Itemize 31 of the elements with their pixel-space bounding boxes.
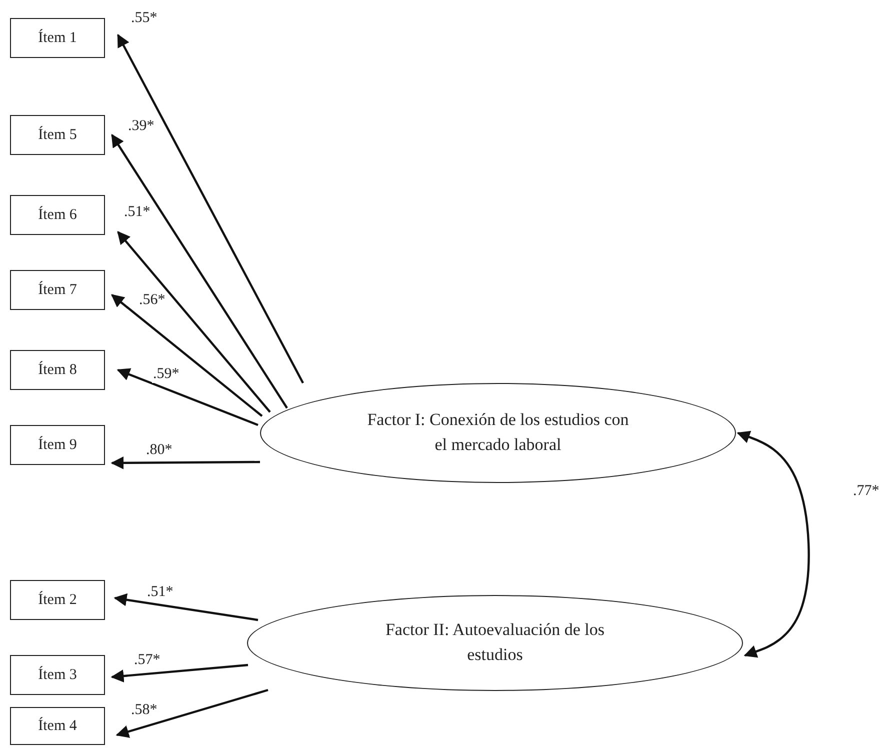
arrow	[116, 688, 268, 738]
node-label: Ítem 9	[38, 436, 77, 454]
arrow	[110, 456, 260, 470]
node-label: Ítem 8	[38, 362, 77, 378]
item-box	[10, 580, 105, 620]
item-box	[10, 350, 105, 390]
node-label: Ítem 4	[38, 718, 77, 734]
node-label: Ítem 7	[38, 282, 77, 298]
arrow	[110, 664, 248, 682]
arrow	[736, 430, 810, 658]
node-label: Factor I: Conexión de los estudios con el mercado laboral	[366, 409, 630, 456]
arrow	[116, 368, 258, 426]
arrow	[111, 294, 263, 417]
node-label: Ítem 1	[38, 30, 77, 46]
item-box	[10, 18, 105, 58]
arrow	[111, 134, 288, 409]
node-label: Factor II: Autoevaluación de los estudios	[384, 619, 606, 666]
edge-label: .59*	[152, 366, 180, 382]
node-label: Ítem 6	[38, 206, 77, 224]
node-label: Ítem 5	[38, 126, 77, 144]
arrow	[117, 231, 271, 413]
arrow	[114, 593, 258, 622]
item-box	[10, 115, 105, 155]
item-box	[10, 707, 105, 745]
node-label: Ítem 2	[38, 592, 77, 608]
item-box	[10, 270, 105, 310]
item-box	[10, 655, 105, 695]
item-box	[10, 195, 105, 235]
node-label: Ítem 3	[38, 666, 77, 684]
item-box	[10, 425, 105, 465]
arrow	[117, 34, 304, 384]
